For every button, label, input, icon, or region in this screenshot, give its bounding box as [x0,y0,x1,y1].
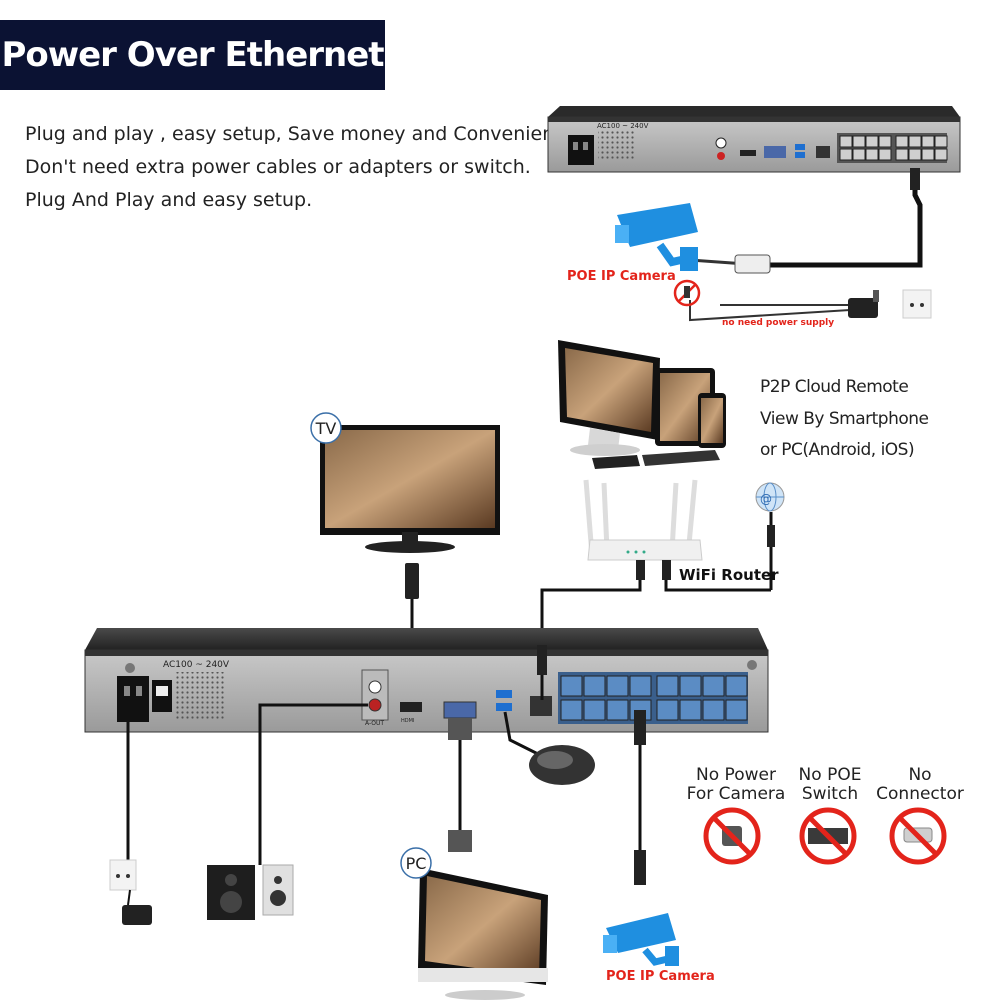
poe-port [583,699,606,721]
main-power-label: AC100 ~ 240V [163,660,230,670]
poe-port [560,675,583,697]
intro-line-2: Don't need extra power cables or adapter… [25,156,531,178]
poe-port [934,135,948,148]
top-poe-cable [770,172,923,268]
intro-line-3: Plug And Play and easy setup. [25,189,313,211]
poe-port [702,675,725,697]
no-power-connector-icon [673,279,701,307]
top-audio-port [717,152,725,160]
internet-globe-icon: @ [755,482,785,512]
poe-port [878,135,892,148]
tv-device [320,425,500,553]
poe-port [656,699,679,721]
poe-port [865,148,879,161]
cloud-line-1: P2P Cloud Remote [760,377,909,397]
poe-port [679,699,702,721]
svg-text:@: @ [760,492,772,506]
no-plug-icon [703,807,761,865]
hdmi-label: HDMI [401,718,414,724]
poe-port [908,135,922,148]
bottom-power-adapter-icon [122,905,152,925]
top-lan-port [816,146,830,158]
top-vent [598,130,636,160]
smart-devices-group [558,340,726,469]
intro-line-1: Plug and play , easy setup, Save money a… [25,123,562,145]
poe-port [878,148,892,161]
power-adapter-icon [848,298,878,318]
poe-port [656,675,679,697]
bottom-camera-label: POE IP Camera [606,969,715,984]
lan-port [530,696,552,716]
page-title: Power Over Ethernet [1,35,384,75]
top-poe-ports [839,135,948,161]
main-power-socket [117,676,149,722]
poe-port [852,148,866,161]
poe-port [583,675,606,697]
top-power-socket [568,135,594,165]
top-vga-port [764,146,786,158]
poe-port [629,675,652,697]
poe-port [560,699,583,721]
tv-label: TV [315,419,337,438]
poe-port [725,699,748,721]
audio-cable [258,703,368,865]
mouse-cable [503,711,541,757]
title-banner [0,20,385,90]
poe-port [908,148,922,161]
pc-label: PC [406,854,427,873]
poe-port [895,148,909,161]
vga-port [443,701,477,719]
no-power-supply-note: no need power supply [722,318,834,328]
top-power-label: AC100 ~ 240V [597,122,649,130]
poe-port [865,135,879,148]
top-nvr [547,106,961,173]
cloud-line-2: View By Smartphone [760,409,929,429]
hdmi-port [400,702,422,712]
poe-port [679,675,702,697]
poe-port [934,148,948,161]
main-nvr [84,628,769,733]
audio-out-port [368,698,382,712]
usb-port-2 [496,703,512,711]
no-connector-label: No Connector [876,765,964,804]
aout-label: A-OUT [365,720,384,727]
wall-socket-icon [902,289,932,319]
cloud-line-3: or PC(Android, iOS) [760,440,915,460]
main-poe-ports [560,675,748,721]
pc-badge [400,847,432,879]
no-poe-switch-label: No POE Switch [798,765,862,804]
speakers-icon [207,864,294,920]
bottom-camera-icon [603,913,679,966]
main-vent [174,672,224,720]
poe-port [725,675,748,697]
poe-port [895,135,909,148]
no-power-label: No Power For Camera [686,765,786,804]
top-camera-label: POE IP Camera [567,269,676,284]
usb-port-1 [496,690,512,698]
poe-port [921,135,935,148]
mouse-icon [529,745,595,785]
top-hdmi-port [740,150,756,156]
top-camera-icon [615,203,698,271]
poe-port [839,135,853,148]
tv-badge [310,412,342,444]
poe-port [921,148,935,161]
no-connector-icon [889,807,947,865]
pc-monitor [418,868,548,1000]
bottom-wall-socket-icon [109,859,152,925]
poe-port [702,699,725,721]
poe-port [852,135,866,148]
poe-port [606,699,629,721]
no-switch-icon [799,807,857,865]
wifi-router [583,479,703,561]
router-label: WiFi Router [679,566,779,584]
poe-port [839,148,853,161]
poe-port [606,675,629,697]
